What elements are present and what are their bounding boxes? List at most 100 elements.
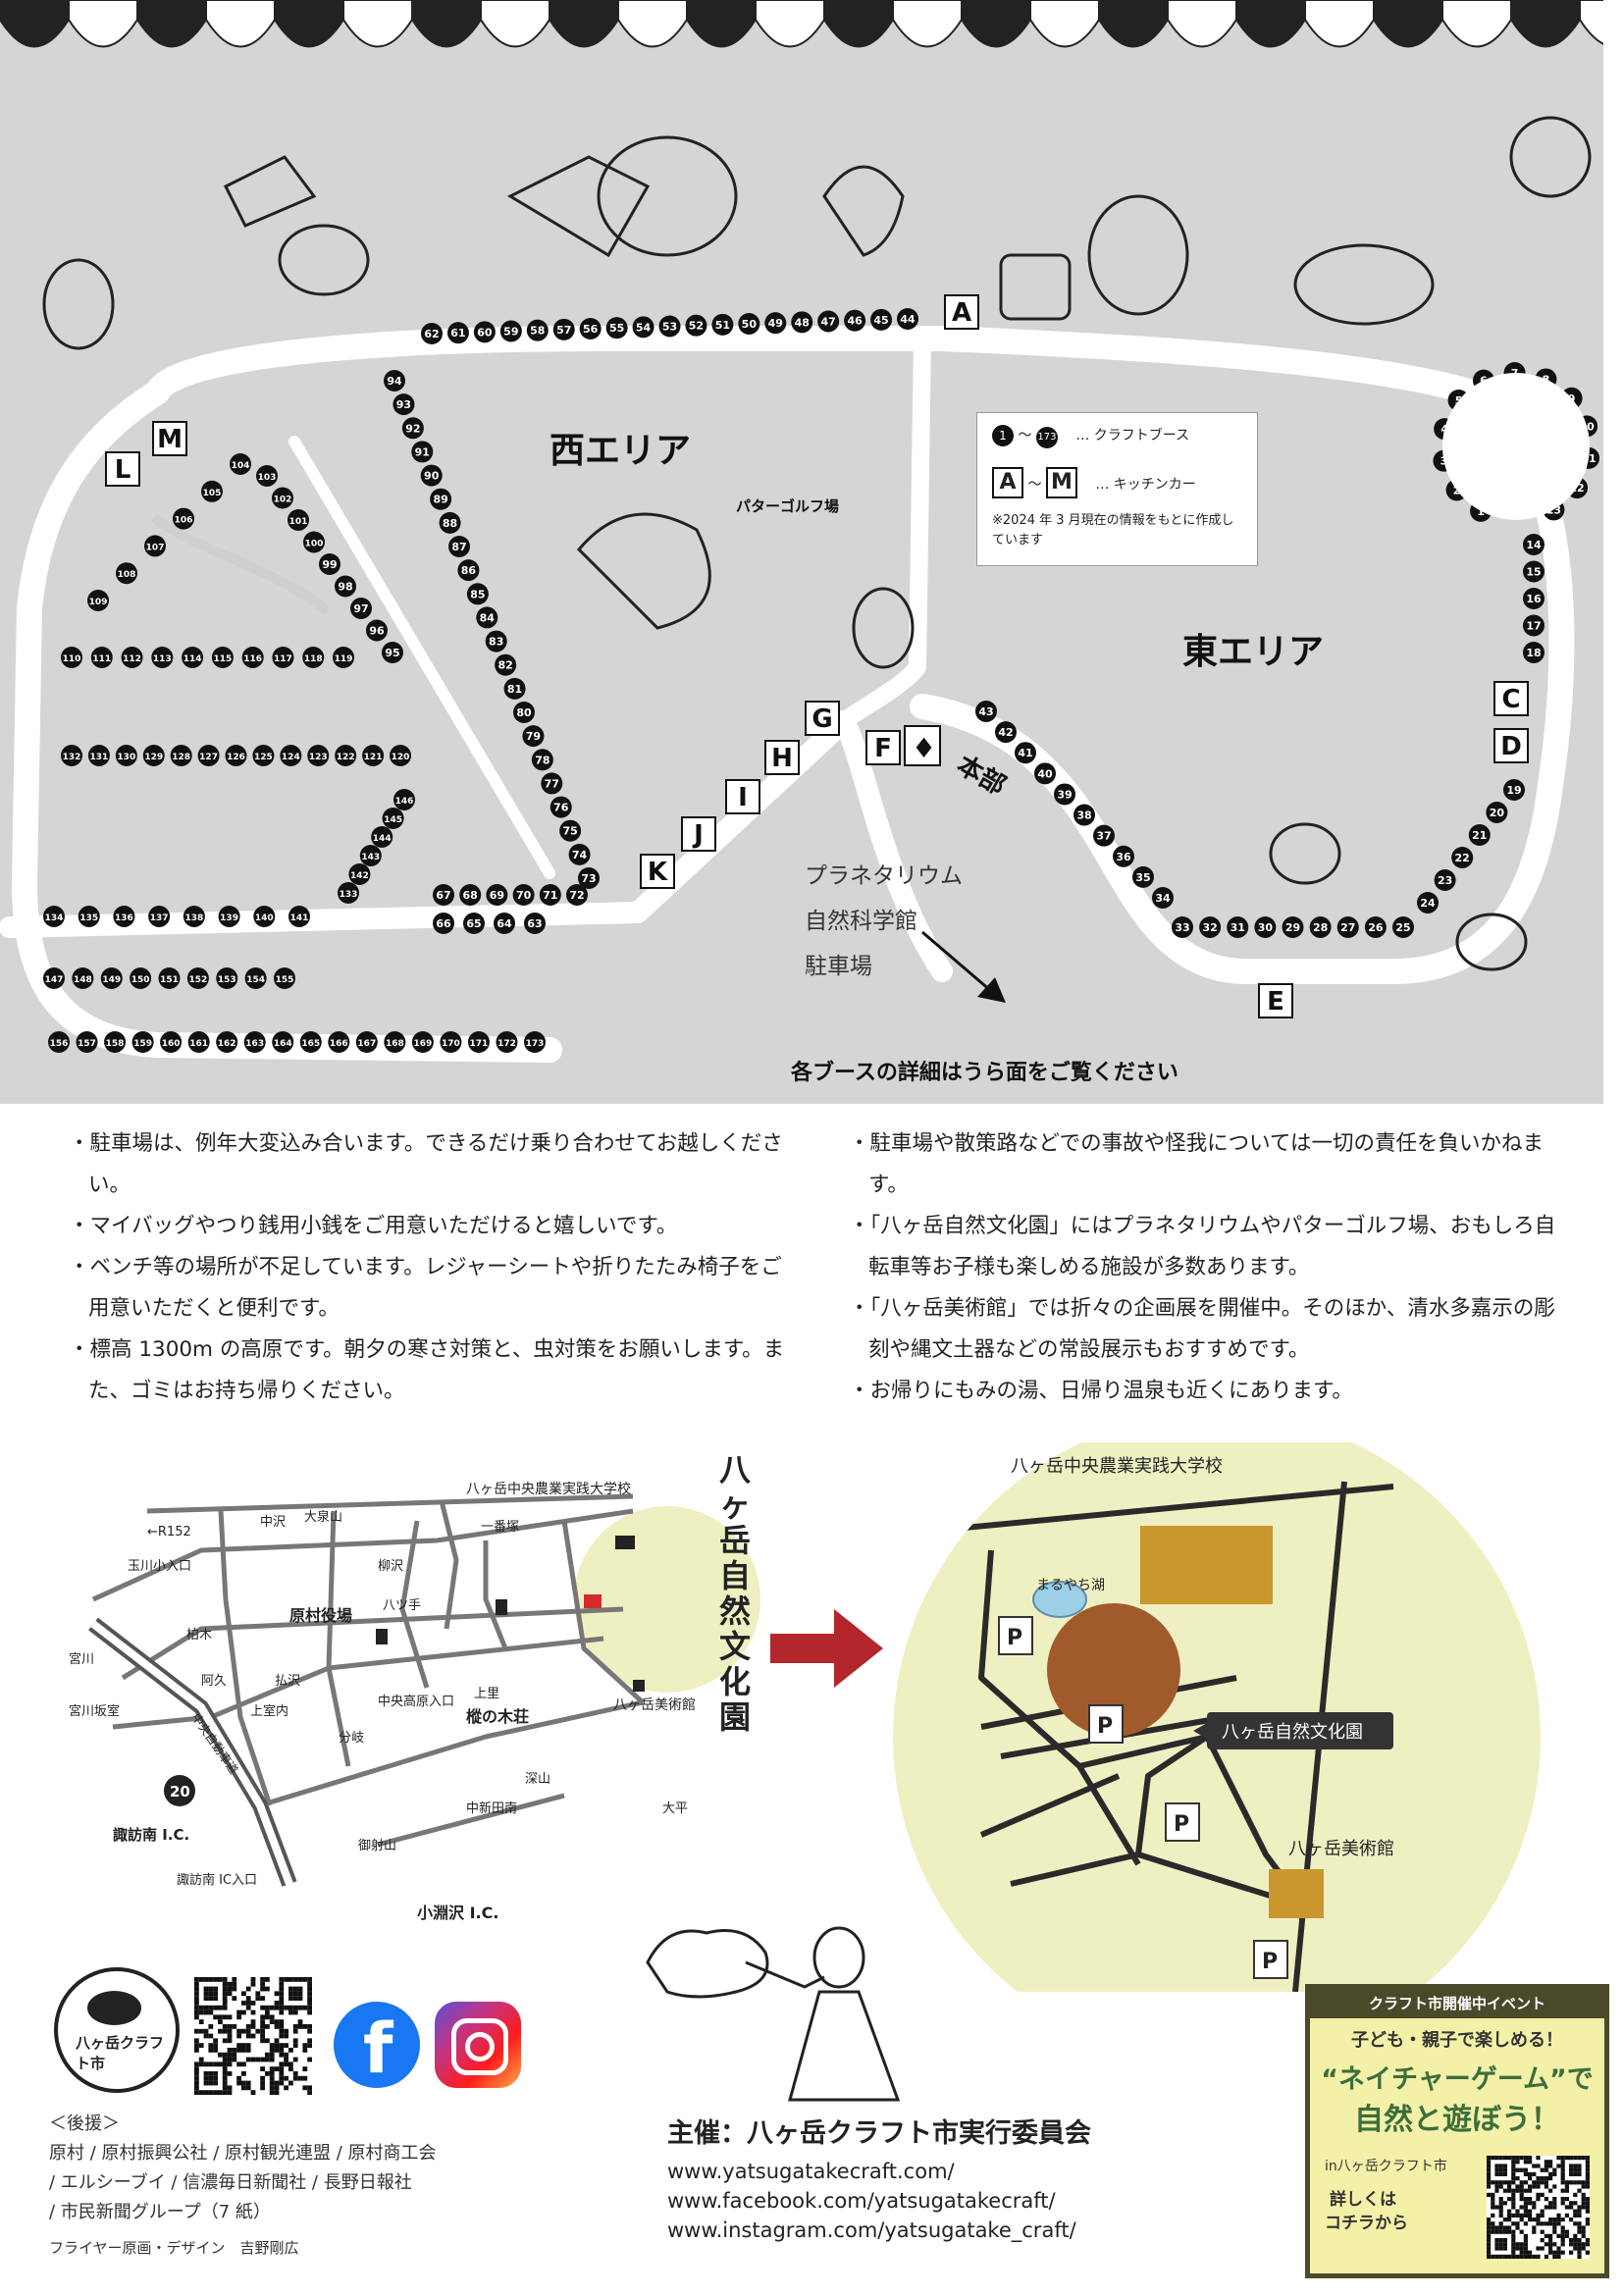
booth-number: 3 (1440, 455, 1448, 468)
lbl-nakazawa: 中沢 (260, 1515, 286, 1530)
event-line-7: コチラから (1325, 2214, 1408, 2233)
booth-number: 115 (213, 654, 232, 664)
booth-number: 48 (795, 316, 810, 329)
booth-marker (1364, 916, 1387, 938)
craft-market-logo: 八ヶ岳クラフト市 (54, 1967, 180, 2093)
booth-marker (526, 319, 549, 341)
booth-number: 109 (89, 598, 108, 607)
west-area-title: 西エリア (550, 431, 692, 471)
booth-marker (433, 884, 454, 906)
kitchen-car-marker (1493, 728, 1529, 763)
booth-number: 63 (527, 917, 542, 930)
note-onsen: ・お帰りにもみの湯、日帰り温泉も近くにあります。 (849, 1379, 1353, 1403)
sponsors-line-2: / エルシーブイ / 信濃毎日新聞社 / 長野日報社 (49, 2172, 412, 2193)
booth-marker (244, 967, 267, 989)
booth-marker (1451, 847, 1474, 868)
booth-marker (72, 967, 94, 989)
booth-number: 18 (1526, 647, 1541, 659)
awning-scallop (617, 0, 688, 48)
kitchen-car-marker (725, 779, 760, 814)
booth-number: 67 (436, 889, 450, 902)
booth-marker (78, 906, 100, 927)
awning-scallop (480, 0, 550, 48)
awning-scallop (0, 0, 70, 48)
booth-marker (578, 867, 600, 889)
booth-marker (144, 535, 166, 557)
website-link[interactable]: www.yatsugatakecraft.com/ (667, 2160, 955, 2183)
booth-marker (61, 745, 82, 766)
booth-marker (463, 913, 485, 934)
booth-number: 94 (387, 375, 402, 388)
p2: P (1097, 1714, 1113, 1739)
booth-marker (411, 1031, 434, 1053)
booth-number: 103 (258, 473, 277, 483)
note-parking: ・駐車場は、例年大変込み合います。できるだけ乗り合わせてお越しください。 (69, 1131, 783, 1197)
design-credit: フライヤー原画・デザイン 吉野剛広 (49, 2239, 299, 2257)
booth-marker (121, 647, 143, 668)
booth-number: 87 (451, 541, 466, 553)
booth-marker (685, 314, 707, 337)
park-mark (584, 1594, 602, 1608)
booth-marker (382, 642, 403, 663)
booth-number: 41 (1018, 747, 1032, 759)
booth-number: 144 (373, 834, 392, 844)
lbl-ookuboyama: 大泉山 (304, 1509, 342, 1525)
lbl-yanagisawa: 柳沢 (378, 1559, 403, 1574)
booth-number: 27 (1340, 921, 1355, 934)
animal-sketches (42, 116, 1592, 971)
booth-number: 77 (545, 777, 559, 790)
lbl-kobuchizawa: 小淵沢 I.C. (417, 1904, 498, 1922)
booth-number: 55 (609, 322, 624, 335)
booth-number: 162 (218, 1039, 236, 1049)
booth-marker (817, 310, 840, 333)
booth-number: 19 (1506, 784, 1521, 797)
booth-number: 126 (227, 753, 245, 762)
facebook-icon[interactable]: f (334, 2002, 420, 2088)
awning-scallop (1304, 0, 1375, 48)
booth-marker (288, 509, 309, 531)
booth-number: 39 (1057, 788, 1072, 801)
kitchen-car-marker (865, 730, 901, 765)
legend-note: ※2024 年 3 月現在の情報をもとに作成しています (992, 513, 1234, 548)
booth-number: 23 (1438, 874, 1452, 887)
booth-marker (183, 906, 205, 927)
lbl-kashiwagi: 柏木 (186, 1628, 212, 1643)
zoom-park-label: 八ヶ岳自然文化園 (1222, 1722, 1363, 1743)
booth-marker (335, 575, 356, 598)
instagram-link[interactable]: www.instagram.com/yatsugatake_craft/ (667, 2218, 1076, 2242)
booth-marker (524, 1031, 546, 1053)
p1: P (1007, 1626, 1022, 1650)
lbl-akyu: 阿久 (201, 1674, 227, 1689)
event-line-2: 子ども・親子で楽しめる！ (1351, 2030, 1563, 2051)
event-qr-code[interactable] (1487, 2156, 1590, 2259)
booth-number: 49 (768, 317, 783, 330)
booth-marker (252, 745, 275, 766)
booth-marker (467, 1031, 490, 1053)
kitchen-car-marker (805, 701, 840, 736)
booth-number: 148 (74, 975, 92, 985)
lbl-yatsude: 八ツ手 (383, 1598, 421, 1613)
character-illustration (646, 1926, 901, 2102)
instagram-icon[interactable] (435, 2002, 521, 2088)
booth-marker (256, 465, 278, 487)
facebook-link[interactable]: www.facebook.com/yatsugatakecraft/ (667, 2189, 1056, 2213)
website-qr-code[interactable] (194, 1977, 312, 2095)
booth-number: 168 (386, 1039, 404, 1049)
route20-badge (164, 1775, 195, 1806)
booth-marker (524, 913, 546, 934)
legend-booth-row: 1 ～ 173 … クラフトブース (992, 425, 1189, 448)
booth-marker (579, 318, 602, 339)
booth-number: 79 (526, 730, 541, 743)
booth-number: 75 (562, 825, 577, 838)
booth-marker (225, 745, 247, 766)
booth-number: 147 (45, 975, 64, 985)
event-line-6: 詳しくは (1330, 2190, 1396, 2210)
lbl-suwa-minami-entrance: 諏訪南 IC入口 (177, 1872, 257, 1888)
booth-number: 54 (636, 321, 652, 334)
booth-number: 40 (1037, 767, 1053, 780)
booth-marker (173, 507, 194, 530)
booth-marker (448, 536, 470, 557)
booth-marker (550, 796, 572, 818)
facebook-glyph: f (363, 2009, 393, 2089)
